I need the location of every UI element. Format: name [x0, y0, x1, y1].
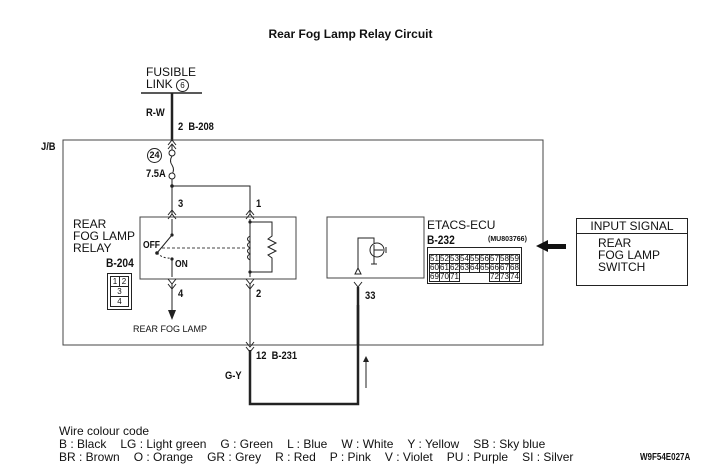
- ecu-name: ETACS-ECU: [427, 218, 496, 232]
- figure-code: W9F54E027A: [640, 452, 691, 463]
- relay-pin-3: 3: [178, 198, 184, 210]
- wire-color-r-w: R-W: [146, 107, 165, 119]
- relay-name: REAR FOG LAMP RELAY: [73, 217, 136, 255]
- ecu-box: [326, 216, 425, 279]
- relay-box: [139, 216, 297, 280]
- relay-pin-2: 2: [256, 288, 262, 300]
- fusible-link-label: FUSIBLE: [146, 65, 197, 79]
- relay-pin-1: 1: [256, 198, 262, 210]
- input-signal-line1: REAR: [598, 236, 632, 250]
- relay-resistor: [250, 221, 278, 273]
- relay-connector-code: B-204: [106, 256, 134, 270]
- switch-on-label: ON: [175, 259, 188, 270]
- input-signal-box: INPUT SIGNAL REAR FOG LAMP SWITCH: [576, 218, 688, 286]
- signal-direction-arrow: [363, 356, 369, 362]
- wire-bottom-pin: 12 B-231: [256, 350, 298, 362]
- fuse-terminal-top: [168, 149, 176, 157]
- rear-fog-lamp-label: REAR FOG LAMP: [133, 324, 208, 334]
- fusible-link-number: 6: [176, 79, 190, 92]
- relay-coil: [247, 235, 251, 261]
- relay-switch-contact: [156, 234, 173, 254]
- input-signal-line2: FOG LAMP: [598, 248, 661, 262]
- junction-block-label: J/B: [41, 141, 56, 153]
- fuse-number: 24: [147, 148, 162, 163]
- ecu-pin-33: 33: [365, 290, 376, 302]
- switch-off-label: OFF: [143, 240, 160, 251]
- relay-pin-4: 4: [178, 288, 184, 300]
- legend-title: Wire colour code: [59, 424, 150, 438]
- input-signal-header: INPUT SIGNAL: [577, 219, 687, 234]
- fuse-element: [170, 155, 174, 175]
- ecu-part-number: (MU803766): [488, 236, 527, 243]
- wire-g-y: [248, 305, 360, 406]
- input-signal-line3: SWITCH: [598, 260, 646, 274]
- arrow-to-rear-fog-lamp: [168, 310, 176, 320]
- wire-top-pin: 2 B-208: [178, 121, 214, 133]
- diagram-title: Rear Fog Lamp Relay Circuit: [268, 27, 433, 41]
- fuse-terminal-bottom: [168, 172, 176, 180]
- ecu-connector-code: B-232: [427, 233, 455, 247]
- fuse-rating: 7.5A: [146, 168, 166, 180]
- wire-color-g-y: G-Y: [225, 370, 242, 382]
- input-signal-arrow: [536, 240, 566, 252]
- fusible-link-label-2: LINK 6: [146, 78, 190, 92]
